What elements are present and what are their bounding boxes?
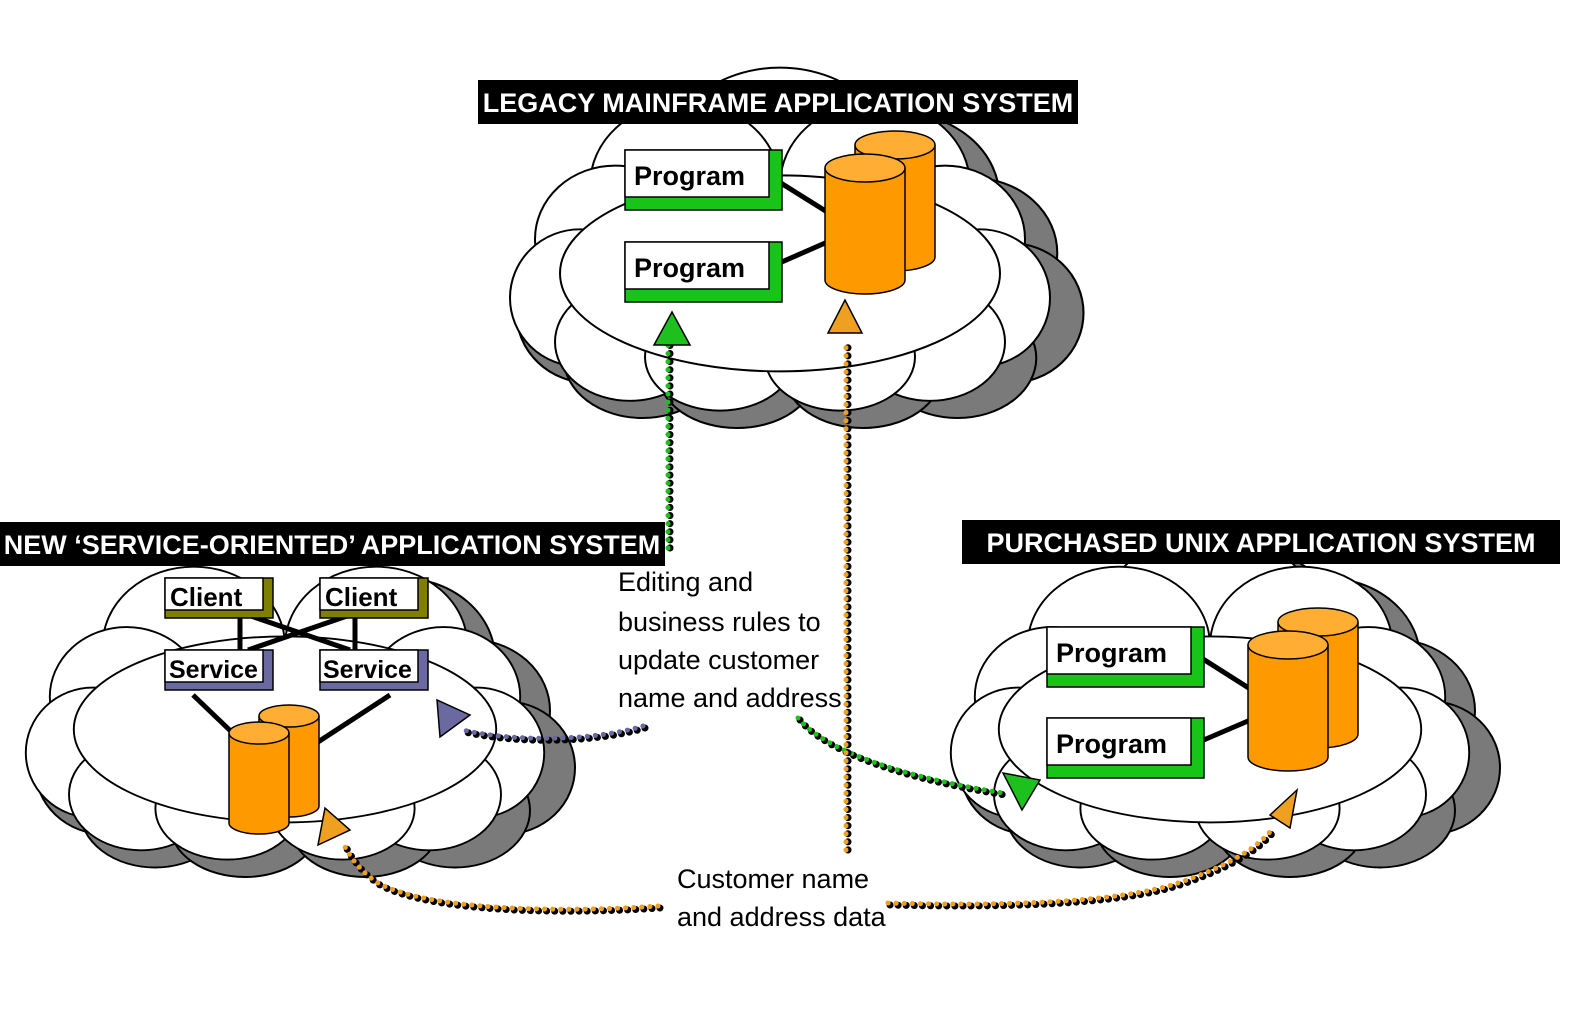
rules-annotation-line-3: update customer <box>618 645 819 675</box>
legacy-title-bar: LEGACY MAINFRAME APPLICATION SYSTEM <box>478 80 1078 124</box>
data-annotation: Customer name and address data <box>677 864 887 932</box>
legacy-program-box-1: Program <box>624 149 783 211</box>
legacy-title: LEGACY MAINFRAME APPLICATION SYSTEM <box>483 88 1074 118</box>
soa-service-label-2: Service <box>323 656 412 684</box>
soa-service-box-2: Service <box>319 649 429 691</box>
legacy-contents: Program Program <box>624 130 936 303</box>
unix-program-label-1: Program <box>1056 638 1167 668</box>
unix-program-box-1: Program <box>1046 626 1205 688</box>
rules-annotation: Editing and business rules to update cus… <box>618 567 842 713</box>
legacy-program-label-2: Program <box>634 253 745 283</box>
soa-title-bar: NEW ‘SERVICE-ORIENTED’ APPLICATION SYSTE… <box>0 522 665 566</box>
rules-annotation-line-2: business rules to <box>618 607 821 637</box>
soa-service-label-1: Service <box>169 656 258 684</box>
rules-annotation-line-1: Editing and <box>618 567 753 597</box>
unix-title: PURCHASED UNIX APPLICATION SYSTEM <box>986 528 1535 558</box>
rules-annotation-line-4: name and address <box>618 683 842 713</box>
orange-arrowhead-legacy <box>826 298 864 334</box>
rules-flow-to-legacy <box>652 310 692 552</box>
unix-contents: Program Program <box>1046 607 1359 779</box>
soa-database-icon <box>228 704 320 835</box>
rules-flow-to-unix <box>795 715 1042 812</box>
orange-arrowhead-unix <box>1268 787 1299 830</box>
rules-flow-to-soa-service <box>436 698 649 744</box>
legacy-program-label-1: Program <box>634 161 745 191</box>
legacy-database-icon <box>824 130 936 295</box>
orange-arrowhead-soa <box>316 806 352 847</box>
soa-client-label-1: Client <box>170 582 243 612</box>
unix-program-label-2: Program <box>1056 729 1167 759</box>
data-annotation-line-1: Customer name <box>677 864 869 894</box>
soa-contents: Client Client Service Service <box>164 577 429 835</box>
soa-service-box-1: Service <box>164 649 274 691</box>
blue-arrowhead-soa <box>436 698 472 739</box>
soa-title: NEW ‘SERVICE-ORIENTED’ APPLICATION SYSTE… <box>4 530 661 560</box>
unix-title-bar: PURCHASED UNIX APPLICATION SYSTEM <box>962 520 1560 564</box>
unix-database-icon <box>1247 607 1359 772</box>
data-flow-to-soa <box>316 806 664 915</box>
data-annotation-line-2: and address data <box>677 902 887 932</box>
legacy-program-box-2: Program <box>624 241 783 303</box>
unix-cloud <box>949 533 1501 878</box>
data-flow-to-legacy <box>826 298 864 854</box>
green-arrowhead-up <box>652 310 692 346</box>
soa-client-label-2: Client <box>325 582 398 612</box>
green-arrowhead-unix <box>1001 771 1042 812</box>
unix-program-box-2: Program <box>1046 717 1205 779</box>
data-flow-to-unix <box>885 787 1299 910</box>
soa-client-box-1: Client <box>164 577 274 619</box>
soa-client-box-2: Client <box>319 577 429 619</box>
